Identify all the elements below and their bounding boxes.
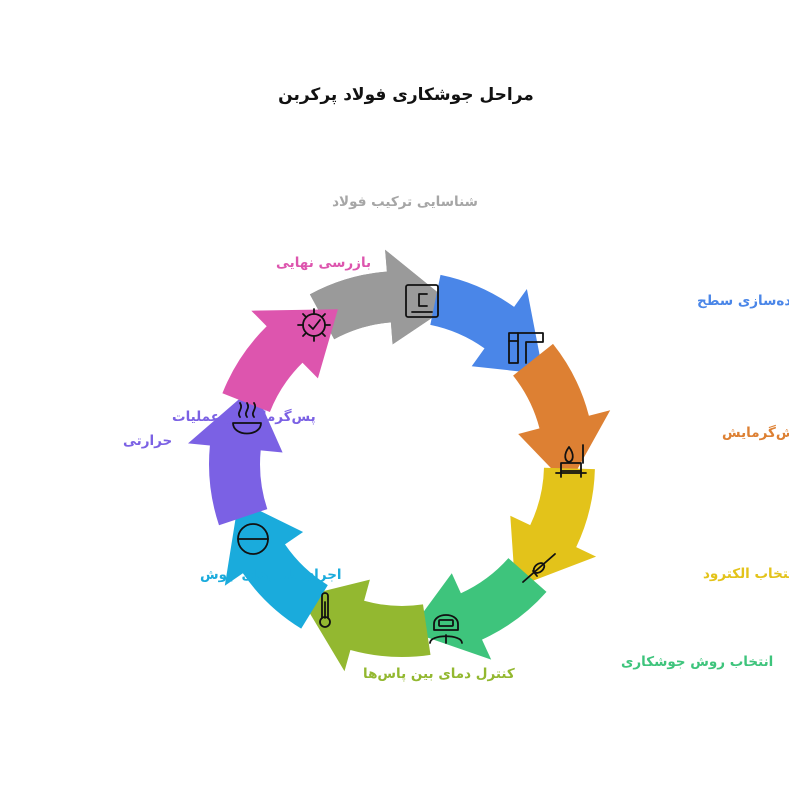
- step-label-8-line-1: پس‌گرمایش و عملیات: [172, 408, 316, 425]
- step-label-7: اجرای پاس‌های جوش: [200, 567, 342, 583]
- cycle-ring: [188, 249, 611, 672]
- step-label-3: پیش‌گرمایش: [722, 424, 789, 441]
- thermometer-icon: [319, 592, 331, 628]
- cycle-arrow-segment-9: [222, 309, 338, 412]
- cycle-arrow-segment-7: [224, 500, 328, 629]
- cycle-arrow-segment-1: [309, 249, 453, 345]
- step-label-2: آماده‌سازی سطح: [697, 292, 789, 309]
- step-label-6: کنترل دمای بین پاس‌ها: [363, 666, 515, 682]
- welder-icon: [429, 614, 463, 644]
- electrode-icon: [522, 553, 556, 583]
- burner-icon: [555, 444, 587, 478]
- cycle-arrow-segment-8: [188, 386, 283, 526]
- cycle-arrow-segment-3: [513, 343, 611, 486]
- pipe-icon: [508, 332, 544, 364]
- cycle-arrow-segment-5: [409, 558, 547, 660]
- heat-treatment-icon: [232, 402, 262, 435]
- step-label-8-line-2: حرارتی: [123, 433, 172, 449]
- step-label-4: انتخاب الکترود: [703, 566, 789, 582]
- step-label-5: انتخاب روش جوشکاری: [621, 654, 773, 670]
- page-title: مراحل جوشکاری فولاد پرکربن: [278, 85, 534, 105]
- inspection-icon: [297, 308, 331, 342]
- step-label-1: شناسایی ترکیب فولاد: [332, 194, 478, 210]
- cycle-arrow-segment-2: [430, 274, 544, 374]
- carbon-element-icon: [405, 284, 439, 318]
- cycle-arrow-segment-4: [510, 467, 597, 588]
- step-label-9: بازرسی نهایی: [276, 255, 371, 271]
- cycle-arrow-segment-6: [300, 579, 431, 672]
- weld-pass-icon: [237, 523, 269, 555]
